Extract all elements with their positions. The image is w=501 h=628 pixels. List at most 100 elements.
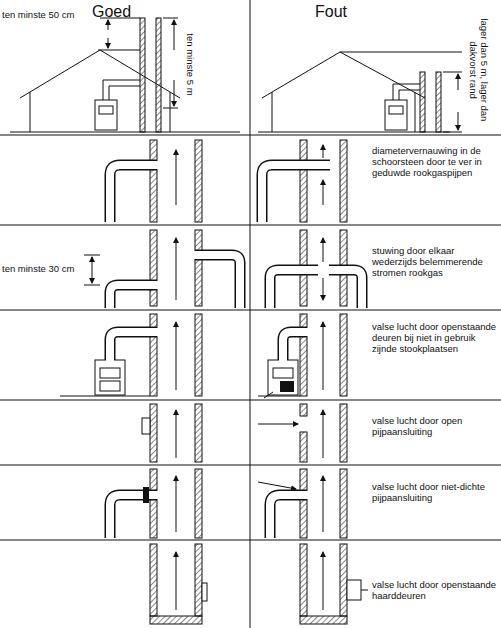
grid-lines-part	[250, 0, 251, 628]
pipe-row2-part	[262, 165, 331, 223]
house-bad-part	[393, 84, 420, 100]
house-good-part	[174, 80, 175, 106]
house-good-part	[30, 92, 31, 132]
stove-row4-part	[176, 322, 177, 390]
house-bad-part	[420, 72, 425, 132]
dimension-label: lager dan 5 m, lager dan dakvorst rand	[467, 14, 489, 126]
pipe-row2-part	[110, 165, 158, 223]
grid-lines-part	[0, 225, 501, 226]
pipe-row3-part	[110, 285, 158, 309]
chimney-walls-part	[195, 404, 202, 462]
stove-row4-part	[283, 332, 308, 361]
grid-lines-part	[0, 540, 501, 541]
house-bad-part	[443, 72, 462, 73]
stove-row4-part	[100, 381, 120, 391]
chimney-walls-part	[300, 544, 307, 616]
house-bad-part	[436, 72, 441, 132]
chimney-walls-part	[150, 314, 157, 396]
house-bad-part	[458, 112, 459, 130]
pipe-row3-part	[194, 255, 240, 309]
grid-lines-part	[0, 310, 501, 311]
chimney-walls-part	[150, 230, 157, 306]
chimney-walls-part	[340, 544, 347, 616]
pipe-row3-part	[323, 238, 324, 262]
pipe-row6-part	[323, 476, 324, 532]
fault-note: valse lucht door open pijpaansluiting	[372, 416, 498, 438]
dimension-label: ten minste 50 cm	[2, 10, 98, 21]
grid-lines-part	[0, 465, 501, 466]
chimney-walls-part	[195, 140, 202, 222]
grid-lines-part	[0, 400, 501, 401]
fault-note: valse lucht door openstaande deuren bij …	[372, 322, 498, 355]
house-good-part	[140, 18, 145, 132]
fault-note: stuwing door elkaar wederzijds belemmere…	[372, 246, 498, 279]
chimney-walls-part	[300, 314, 307, 396]
chimney-walls-part	[150, 404, 157, 462]
door-row7-part	[361, 590, 368, 591]
chimney-walls-part	[340, 314, 347, 396]
stove-row4-part	[268, 360, 298, 395]
pipe-row3-part	[84, 285, 100, 286]
chimney-walls-part	[150, 469, 157, 538]
pipe-row6-part	[110, 495, 157, 538]
pipe-row2-part	[323, 145, 324, 158]
fault-note: diametervernauwing in de schoorsteen doo…	[372, 146, 498, 179]
house-bad-part	[385, 100, 407, 130]
pipe-row3-part	[270, 270, 318, 308]
stove-row4-part	[100, 368, 120, 378]
chimney-walls-part	[340, 404, 347, 462]
house-bad-part	[443, 132, 462, 133]
pipe-row2-part	[110, 165, 157, 222]
house-bad-part	[262, 52, 425, 98]
chimney-walls-part	[340, 469, 347, 538]
pipe-row3-part	[84, 255, 100, 256]
door-row7-part	[323, 552, 324, 610]
pipe-row3-part	[323, 278, 324, 300]
house-good-part	[108, 38, 109, 48]
chimney-walls-part	[300, 432, 307, 462]
pipe-row6	[110, 476, 323, 539]
pipe-row6-part	[270, 495, 307, 538]
pipe-row6-part	[270, 495, 308, 539]
column-heading: Fout	[315, 3, 375, 21]
pipe-row5-part	[176, 410, 177, 458]
door-row7	[176, 552, 368, 610]
door-row7-part	[176, 552, 177, 610]
house-good-part	[95, 100, 117, 130]
chimney-walls-part	[195, 544, 202, 616]
door-row7-part	[347, 580, 361, 600]
chimney-walls-part	[150, 544, 157, 616]
stove-row4-part	[258, 396, 300, 397]
fault-note: valse lucht door openstaande haarddeuren	[372, 580, 498, 602]
house-bad-part	[389, 106, 403, 114]
house-bad	[258, 52, 462, 132]
chimney-walls-part	[150, 140, 157, 222]
pipe-row3-part	[270, 270, 319, 309]
pipe-row6-part	[110, 495, 158, 539]
house-good-part	[174, 20, 175, 50]
house-good	[10, 18, 240, 132]
house-bad-part	[415, 92, 416, 132]
chimney-walls-part	[195, 469, 202, 538]
door-row7-part	[202, 583, 207, 601]
house-good-part	[108, 20, 109, 30]
pipe-row5	[142, 410, 323, 458]
pipe-row3-part	[92, 257, 93, 270]
chimney-walls	[150, 140, 347, 624]
column-heading: Goed	[92, 3, 152, 21]
house-good-part	[10, 132, 240, 133]
chimney-walls-part	[300, 616, 347, 624]
pipe-row3-part	[195, 255, 240, 308]
pipe-row3-part	[176, 238, 177, 300]
stove-row4-part	[283, 332, 307, 360]
pipe-row5-part	[323, 410, 324, 458]
chimney-walls-part	[340, 140, 347, 222]
house-good-part	[98, 50, 140, 51]
grid-lines-part	[0, 135, 501, 136]
house-bad-part	[272, 92, 273, 132]
stove-row4-part	[264, 392, 273, 398]
stove-row4	[60, 322, 323, 398]
pipe-row3-part	[329, 270, 362, 308]
stove-row4-part	[323, 322, 324, 390]
